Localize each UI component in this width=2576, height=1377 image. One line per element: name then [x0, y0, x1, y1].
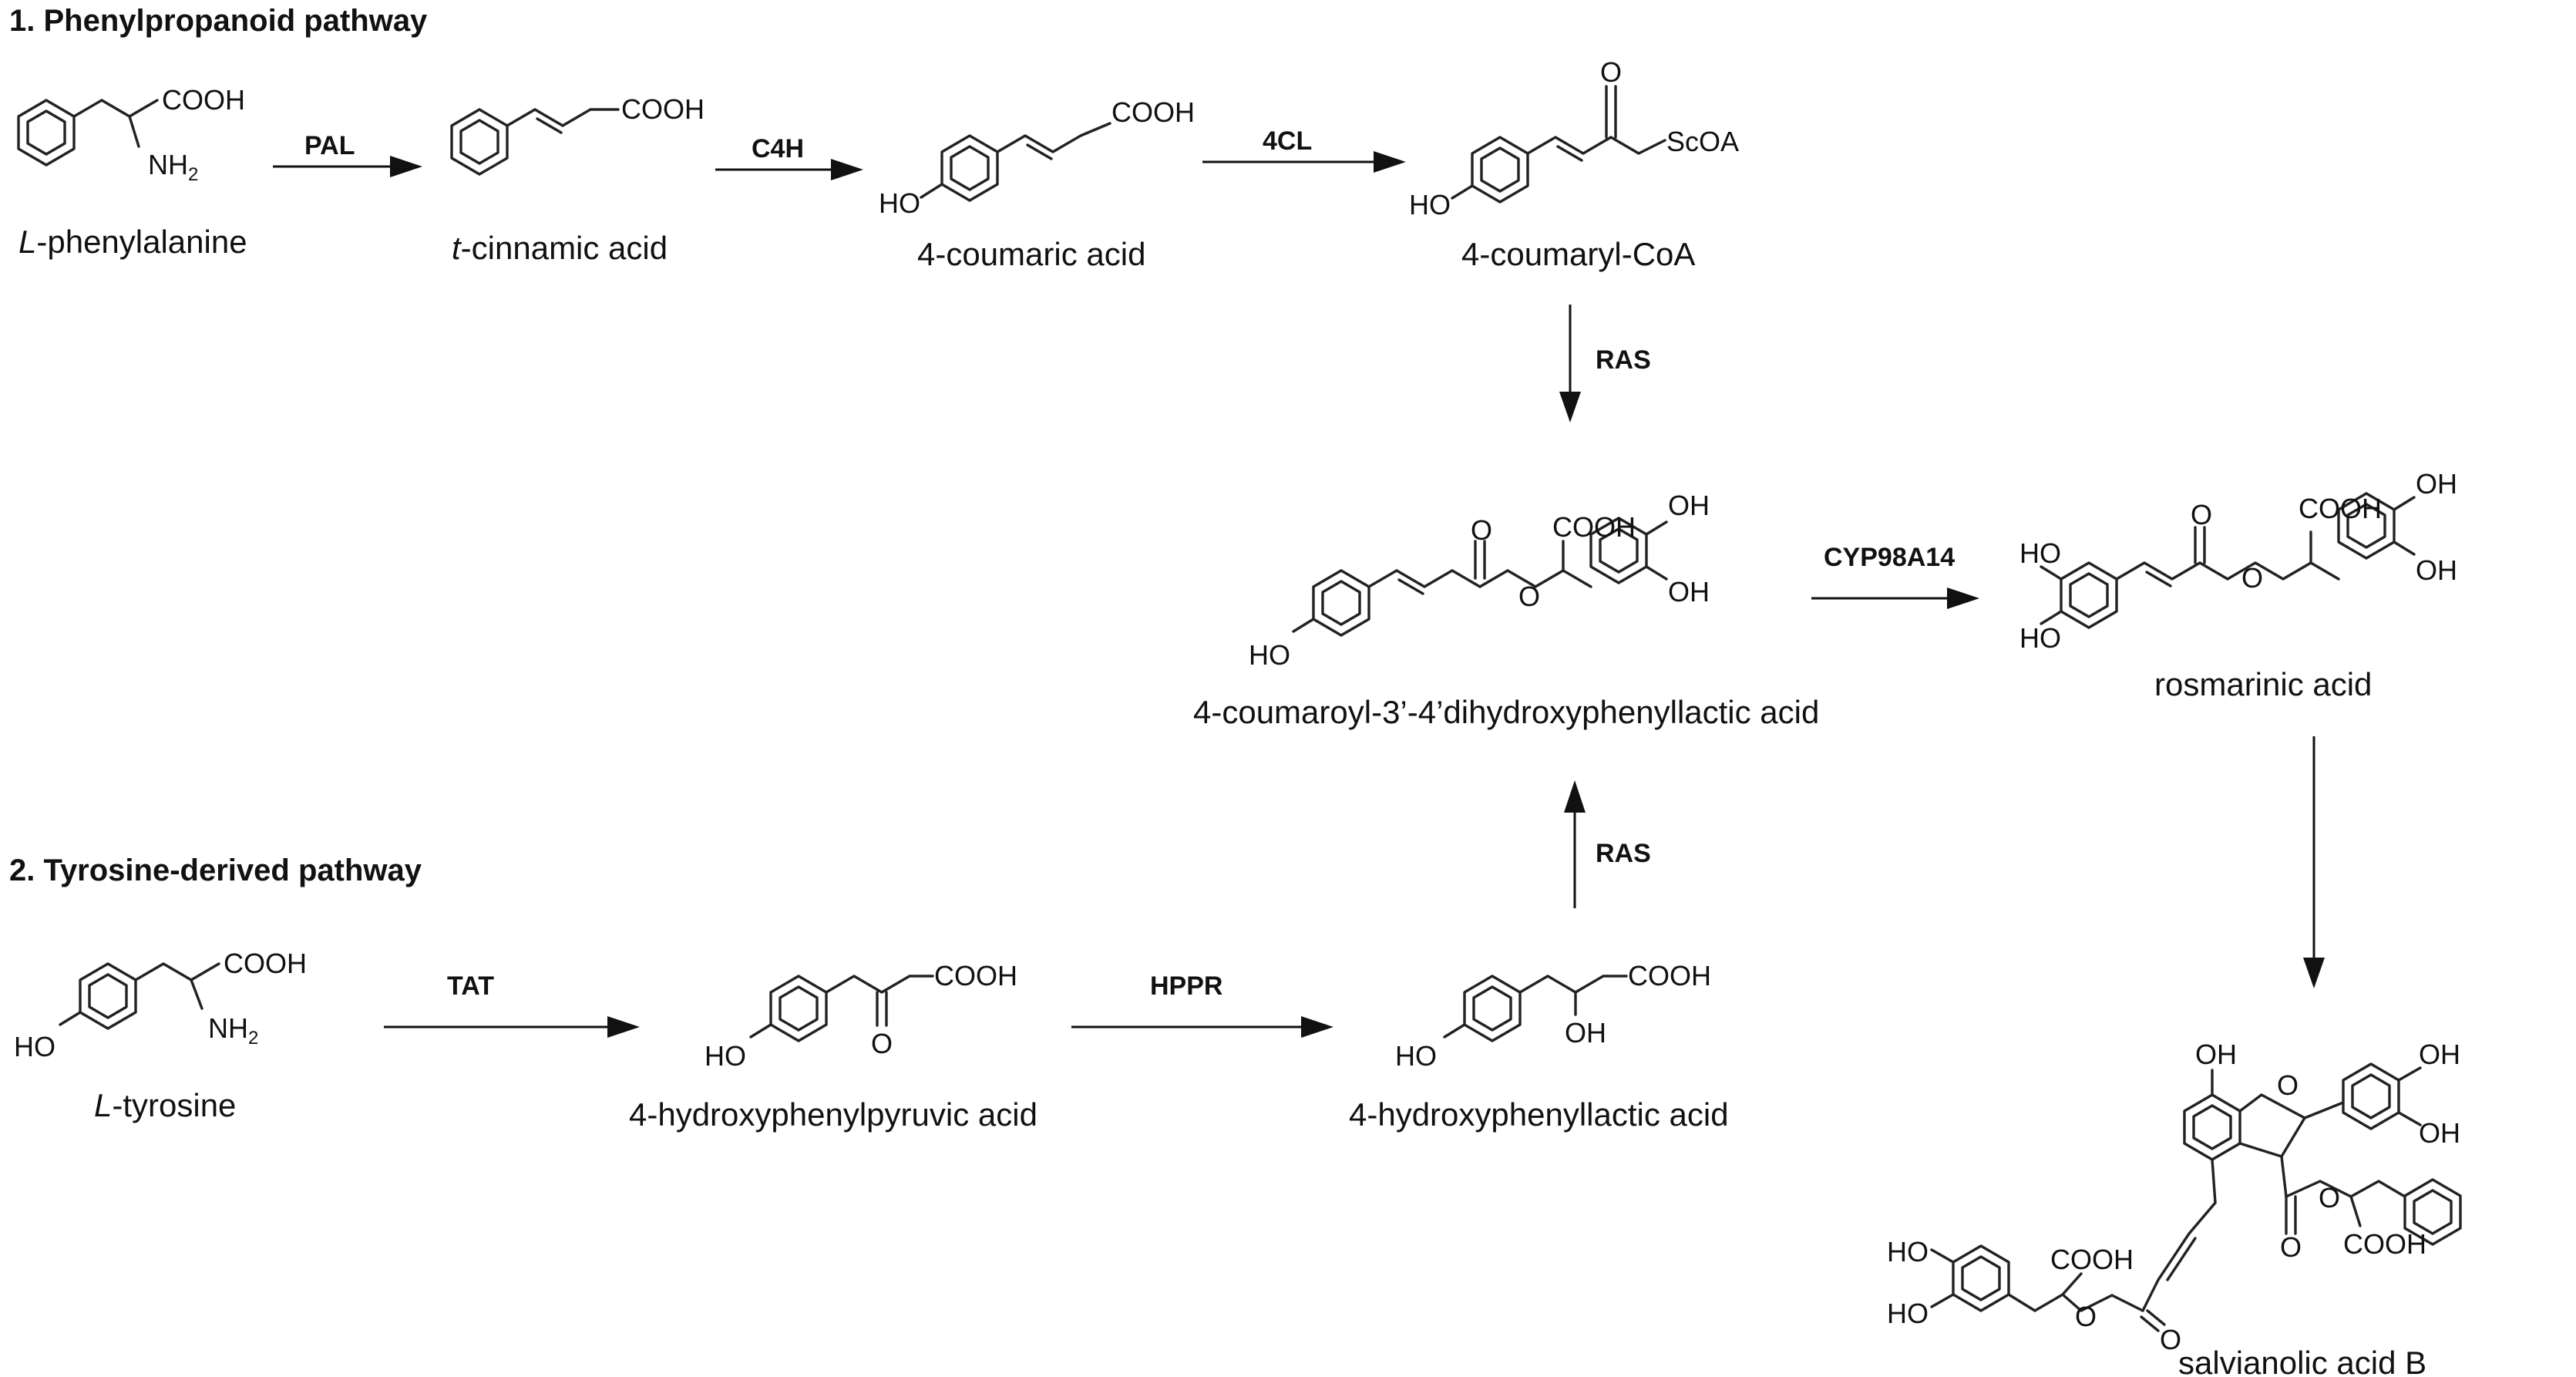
atom-label: O	[2241, 562, 2263, 594]
structure-t-cinnamic-acid: COOH	[450, 93, 705, 176]
atom-label: OH	[2419, 1117, 2460, 1149]
atom-label: COOH	[621, 93, 705, 125]
atom-label: COOH	[224, 948, 307, 979]
compound-name-rosmarinic-acid: rosmarinic acid	[2154, 666, 2372, 702]
atom-label: HO	[1887, 1298, 1929, 1329]
structure-l-phenylalanine: COOH NH2	[17, 84, 245, 185]
structure-rosmarinic-acid: HO HO O O COOH OH OH	[2019, 468, 2457, 654]
arrow-hppr: HPPR	[1071, 971, 1333, 1038]
arrow-tat: TAT	[384, 971, 640, 1038]
arrow-pal: PAL	[273, 131, 422, 177]
atom-label: HO	[2019, 622, 2061, 654]
atom-label: HO	[705, 1040, 746, 1072]
atom-label: ScOA	[1666, 126, 1739, 157]
atom-label: O	[1600, 56, 1622, 88]
structure-l-tyrosine: COOH NH2 HO	[14, 948, 307, 1062]
atom-label: NH2	[208, 1012, 258, 1049]
atom-label: HO	[14, 1031, 55, 1062]
atom-label: OH	[1668, 490, 1710, 521]
atom-label: COOH	[1111, 96, 1195, 128]
atom-label: O	[2075, 1301, 2097, 1332]
enzyme-label-tat: TAT	[447, 971, 494, 1001]
arrow-cyp98a14: CYP98A14	[1811, 543, 1979, 609]
enzyme-label-c4h: C4H	[752, 134, 804, 163]
structure-4-coumaroyl-dihydroxyphenyllactic-acid: O O COOH OH OH HO	[1249, 490, 1710, 671]
compound-name-4-coumaryl-coa: 4-coumaryl-CoA	[1461, 236, 1695, 272]
atom-label: HO	[2019, 537, 2061, 569]
atom-label: OH	[2416, 468, 2457, 500]
compound-name-4-hydroxyphenyllactic-acid: 4-hydroxyphenyllactic acid	[1349, 1096, 1729, 1133]
atom-label: OH	[2195, 1039, 2237, 1070]
atom-label: OH	[2419, 1039, 2460, 1070]
atom-label: HO	[1409, 189, 1451, 221]
atom-label: COOH	[2050, 1244, 2134, 1275]
enzyme-label-ras-bottom: RAS	[1596, 839, 1651, 868]
section-title-phenylpropanoid: 1. Phenylpropanoid pathway	[9, 4, 428, 38]
atom-label: O	[2277, 1069, 2299, 1101]
arrow-ras-down: RAS	[1559, 305, 1651, 423]
atom-label: O	[871, 1028, 893, 1059]
atom-label: O	[2280, 1231, 2302, 1263]
atom-label: OH	[2416, 554, 2457, 586]
structure-salvianolic-acid-b: HO HO COOH O O OH O OH OH O O COOH	[1887, 1039, 2462, 1355]
structure-4-hydroxyphenyllactic-acid: COOH OH HO	[1395, 960, 1711, 1072]
compound-name-salvianolic-acid-b: salvianolic acid B	[2178, 1345, 2426, 1377]
atom-label: COOH	[1552, 511, 1636, 543]
atom-label: NH2	[148, 149, 198, 185]
enzyme-label-4cl: 4CL	[1263, 126, 1312, 156]
atom-label: O	[1471, 514, 1492, 546]
compound-name-4-coumaric-acid: 4-coumaric acid	[917, 236, 1145, 272]
compound-name-l-phenylalanine: L-phenylalanine	[18, 224, 247, 260]
atom-label: COOH	[1628, 960, 1711, 992]
atom-label: O	[2319, 1182, 2340, 1214]
compound-name-intermediate: 4-coumaroyl-3’-4’dihydroxyphenyllactic a…	[1193, 694, 1819, 730]
atom-label: COOH	[2343, 1228, 2426, 1260]
structure-4-coumaryl-coa: O ScOA HO	[1409, 56, 1739, 221]
arrow-to-salvianolic-acid-b	[2303, 736, 2325, 988]
compound-name-l-tyrosine: L-tyrosine	[94, 1087, 236, 1123]
atom-label: OH	[1668, 576, 1710, 608]
enzyme-label-cyp98a14: CYP98A14	[1824, 543, 1955, 572]
structure-4-coumaric-acid: COOH HO	[879, 96, 1195, 219]
compound-name-4-hydroxyphenylpyruvic-acid: 4-hydroxyphenylpyruvic acid	[629, 1096, 1037, 1133]
arrow-c4h: C4H	[715, 134, 863, 180]
enzyme-label-pal: PAL	[304, 131, 355, 160]
atom-label: HO	[879, 187, 920, 219]
atom-label: O	[2191, 499, 2212, 530]
arrow-4cl: 4CL	[1202, 126, 1406, 173]
atom-label: HO	[1249, 639, 1290, 671]
atom-label: COOH	[162, 84, 245, 116]
atom-label: O	[1518, 581, 1540, 612]
arrow-ras-up: RAS	[1564, 780, 1651, 908]
enzyme-label-hppr: HPPR	[1150, 971, 1222, 1001]
atom-label: COOH	[934, 960, 1017, 992]
atom-label: HO	[1395, 1040, 1437, 1072]
enzyme-label-ras-top: RAS	[1596, 345, 1651, 375]
atom-label: HO	[1887, 1236, 1929, 1268]
atom-label: OH	[1565, 1017, 1606, 1049]
structure-4-hydroxyphenylpyruvic-acid: COOH O HO	[705, 960, 1017, 1072]
atom-label: O	[2160, 1324, 2181, 1355]
atom-label: COOH	[2299, 493, 2382, 524]
section-title-tyrosine: 2. Tyrosine-derived pathway	[9, 853, 422, 887]
compound-name-t-cinnamic-acid: t-cinnamic acid	[452, 230, 668, 266]
